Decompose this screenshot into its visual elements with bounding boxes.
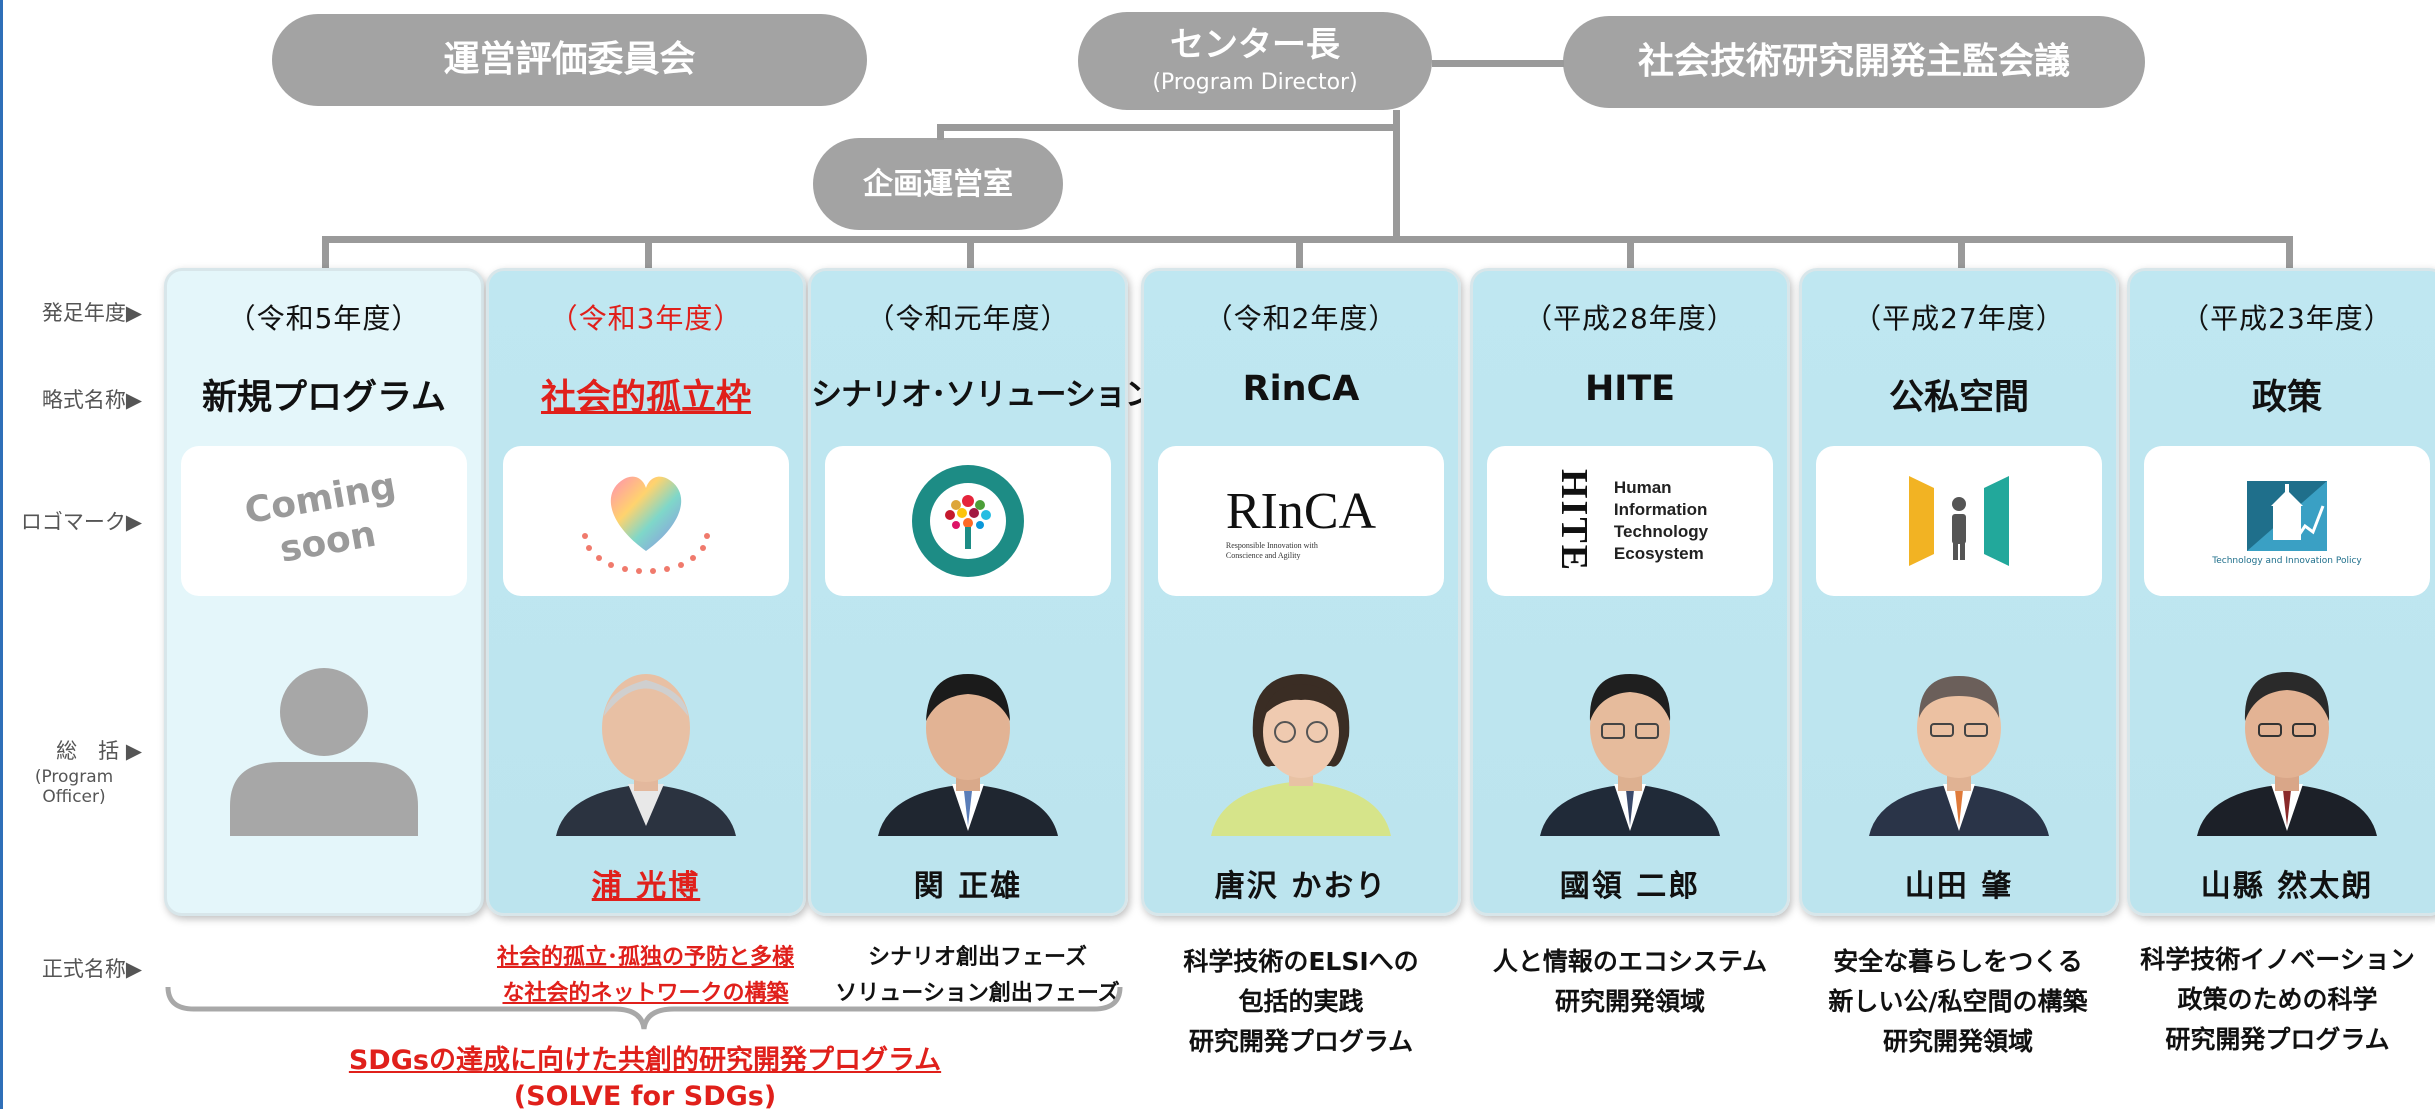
program-card-new: （令和5年度） 新規プログラム Coming soon	[164, 268, 484, 916]
program-abbr: 政策	[2251, 378, 2322, 418]
sdgs-program-title: SDGsの達成に向けた共創的研究開発プログラム	[348, 1045, 942, 1076]
program-abbr: 公私空間	[1888, 378, 2029, 418]
official-name-scenario: シナリオ創出フェーズ ソリューション創出フェーズ	[835, 945, 1120, 1006]
program-logo: Coming soon	[181, 446, 467, 596]
row-label-po-text: 総 括 ▶	[56, 739, 142, 763]
program-year: （平成28年度）	[1524, 302, 1736, 335]
connector	[645, 236, 652, 270]
sdgs-program-name: SDGsの達成に向けた共創的研究開発プログラム (SOLVE for SDGs)	[300, 1043, 990, 1115]
avatar	[1842, 666, 2076, 836]
program-year: （令和5年度）	[227, 302, 421, 335]
hite-logo-vertical: HITE	[1552, 469, 1595, 573]
program-card-policy: （平成23年度） 政策 Technology and Innovation Po…	[2127, 268, 2435, 916]
program-card-space: （平成27年度） 公私空間 山田 肇	[1799, 268, 2119, 916]
connector	[322, 236, 2293, 243]
connector	[1296, 236, 1303, 270]
program-po: 関 正雄	[913, 869, 1023, 904]
program-po: 浦 光博	[591, 869, 701, 904]
official-name-policy: 科学技術イノベーション 政策のための科学 研究開発プログラム	[2140, 945, 2415, 1054]
connector	[1393, 110, 1400, 240]
left-edge-line	[0, 0, 3, 1109]
connector	[1958, 236, 1965, 270]
program-year: （平成27年度）	[1853, 302, 2065, 335]
connector	[322, 236, 329, 270]
connector	[1432, 60, 1564, 67]
official-name-hite: 人と情報のエコシステム 研究開発領域	[1492, 947, 1768, 1016]
avatar	[529, 666, 763, 836]
group-brace	[165, 986, 1123, 1030]
official-name-rinca: 科学技術のELSIへの 包括的実践 研究開発プログラム	[1183, 947, 1419, 1056]
evaluation-committee-label: 運営評価委員会	[443, 39, 696, 81]
center-director-en: (Program Director)	[1152, 70, 1358, 96]
connector	[940, 124, 1400, 131]
row-label-official: 正式名称▶	[41, 957, 142, 981]
program-po: 唐沢 かおり	[1214, 869, 1388, 904]
program-po: 山縣 然太朗	[2200, 869, 2374, 904]
supervisory-council-label: 社会技術研究開発主監会議	[1637, 41, 2070, 83]
avatar	[1513, 666, 1747, 836]
planning-office: 企画運営室	[813, 138, 1063, 230]
connector	[2286, 236, 2293, 270]
avatar-placeholder-icon	[207, 666, 441, 836]
sdgs-tree-logo-icon	[825, 446, 1111, 596]
program-abbr: HITE	[1584, 369, 1676, 409]
policy-logo-sub: Technology and Innovation Policy	[2212, 556, 2362, 566]
program-abbr: 新規プログラム	[202, 378, 446, 418]
avatar	[2170, 666, 2404, 836]
program-card-rinca: （令和2年度） RinCA RInCA Responsible Innovati…	[1141, 268, 1461, 916]
avatar	[851, 666, 1085, 836]
program-abbr: シナリオ･ソリューション	[811, 377, 1156, 413]
rinca-logo-text: RInCA	[1225, 482, 1377, 540]
connector	[1627, 236, 1634, 270]
official-name-isolation: 社会的孤立･孤独の予防と多様 な社会的ネットワークの構築	[496, 945, 794, 1006]
center-director-label: センター長	[1170, 24, 1340, 65]
supervisory-council: 社会技術研究開発主監会議	[1563, 16, 2145, 108]
hite-logo-icon: HITE Human Information Technology Ecosys…	[1487, 446, 1773, 596]
program-po: 國領 二郎	[1559, 869, 1701, 904]
program-po: 山田 肇	[1904, 869, 2014, 904]
row-label-year: 発足年度▶	[41, 301, 142, 325]
connector	[967, 236, 974, 270]
space-logo-icon	[1816, 446, 2102, 596]
connector	[937, 124, 944, 140]
avatar	[1184, 666, 1418, 836]
program-year: （平成23年度）	[2181, 302, 2393, 335]
evaluation-committee: 運営評価委員会	[272, 14, 867, 106]
program-year: （令和3年度）	[549, 302, 743, 335]
row-label-po-en: (Program Officer)	[34, 767, 114, 807]
program-year: （令和元年度）	[866, 302, 1070, 335]
official-name-space: 安全な暮らしをつくる 新しい公/私空間の構築 研究開発領域	[1828, 947, 2088, 1056]
sdgs-program-subtitle: (SOLVE for SDGs)	[513, 1081, 777, 1112]
heart-logo-icon	[503, 446, 789, 596]
center-director: センター長 (Program Director)	[1078, 12, 1432, 110]
row-label-po: 総 括 ▶ (Program Officer)	[0, 735, 142, 807]
program-card-hite: （平成28年度） HITE HITE Human Information Tec…	[1470, 268, 1790, 916]
program-card-scenario: （令和元年度） シナリオ･ソリューション 関 正雄	[808, 268, 1156, 916]
rinca-logo-sub: Responsible Innovation with Conscience a…	[1225, 540, 1318, 560]
program-year: （令和2年度）	[1204, 302, 1398, 335]
row-label-abbr: 略式名称▶	[41, 388, 142, 412]
program-abbr: RinCA	[1242, 369, 1360, 409]
planning-office-label: 企画運営室	[863, 166, 1013, 202]
row-label-logo: ロゴマーク▶	[20, 510, 142, 534]
policy-logo-icon: Technology and Innovation Policy	[2144, 446, 2430, 596]
program-abbr: 社会的孤立枠	[540, 378, 751, 418]
coming-soon-logo: Coming soon	[241, 465, 399, 571]
rinca-logo-icon: RInCA Responsible Innovation with Consci…	[1158, 446, 1444, 596]
program-card-isolation: （令和3年度） 社会的孤立枠	[486, 268, 806, 916]
